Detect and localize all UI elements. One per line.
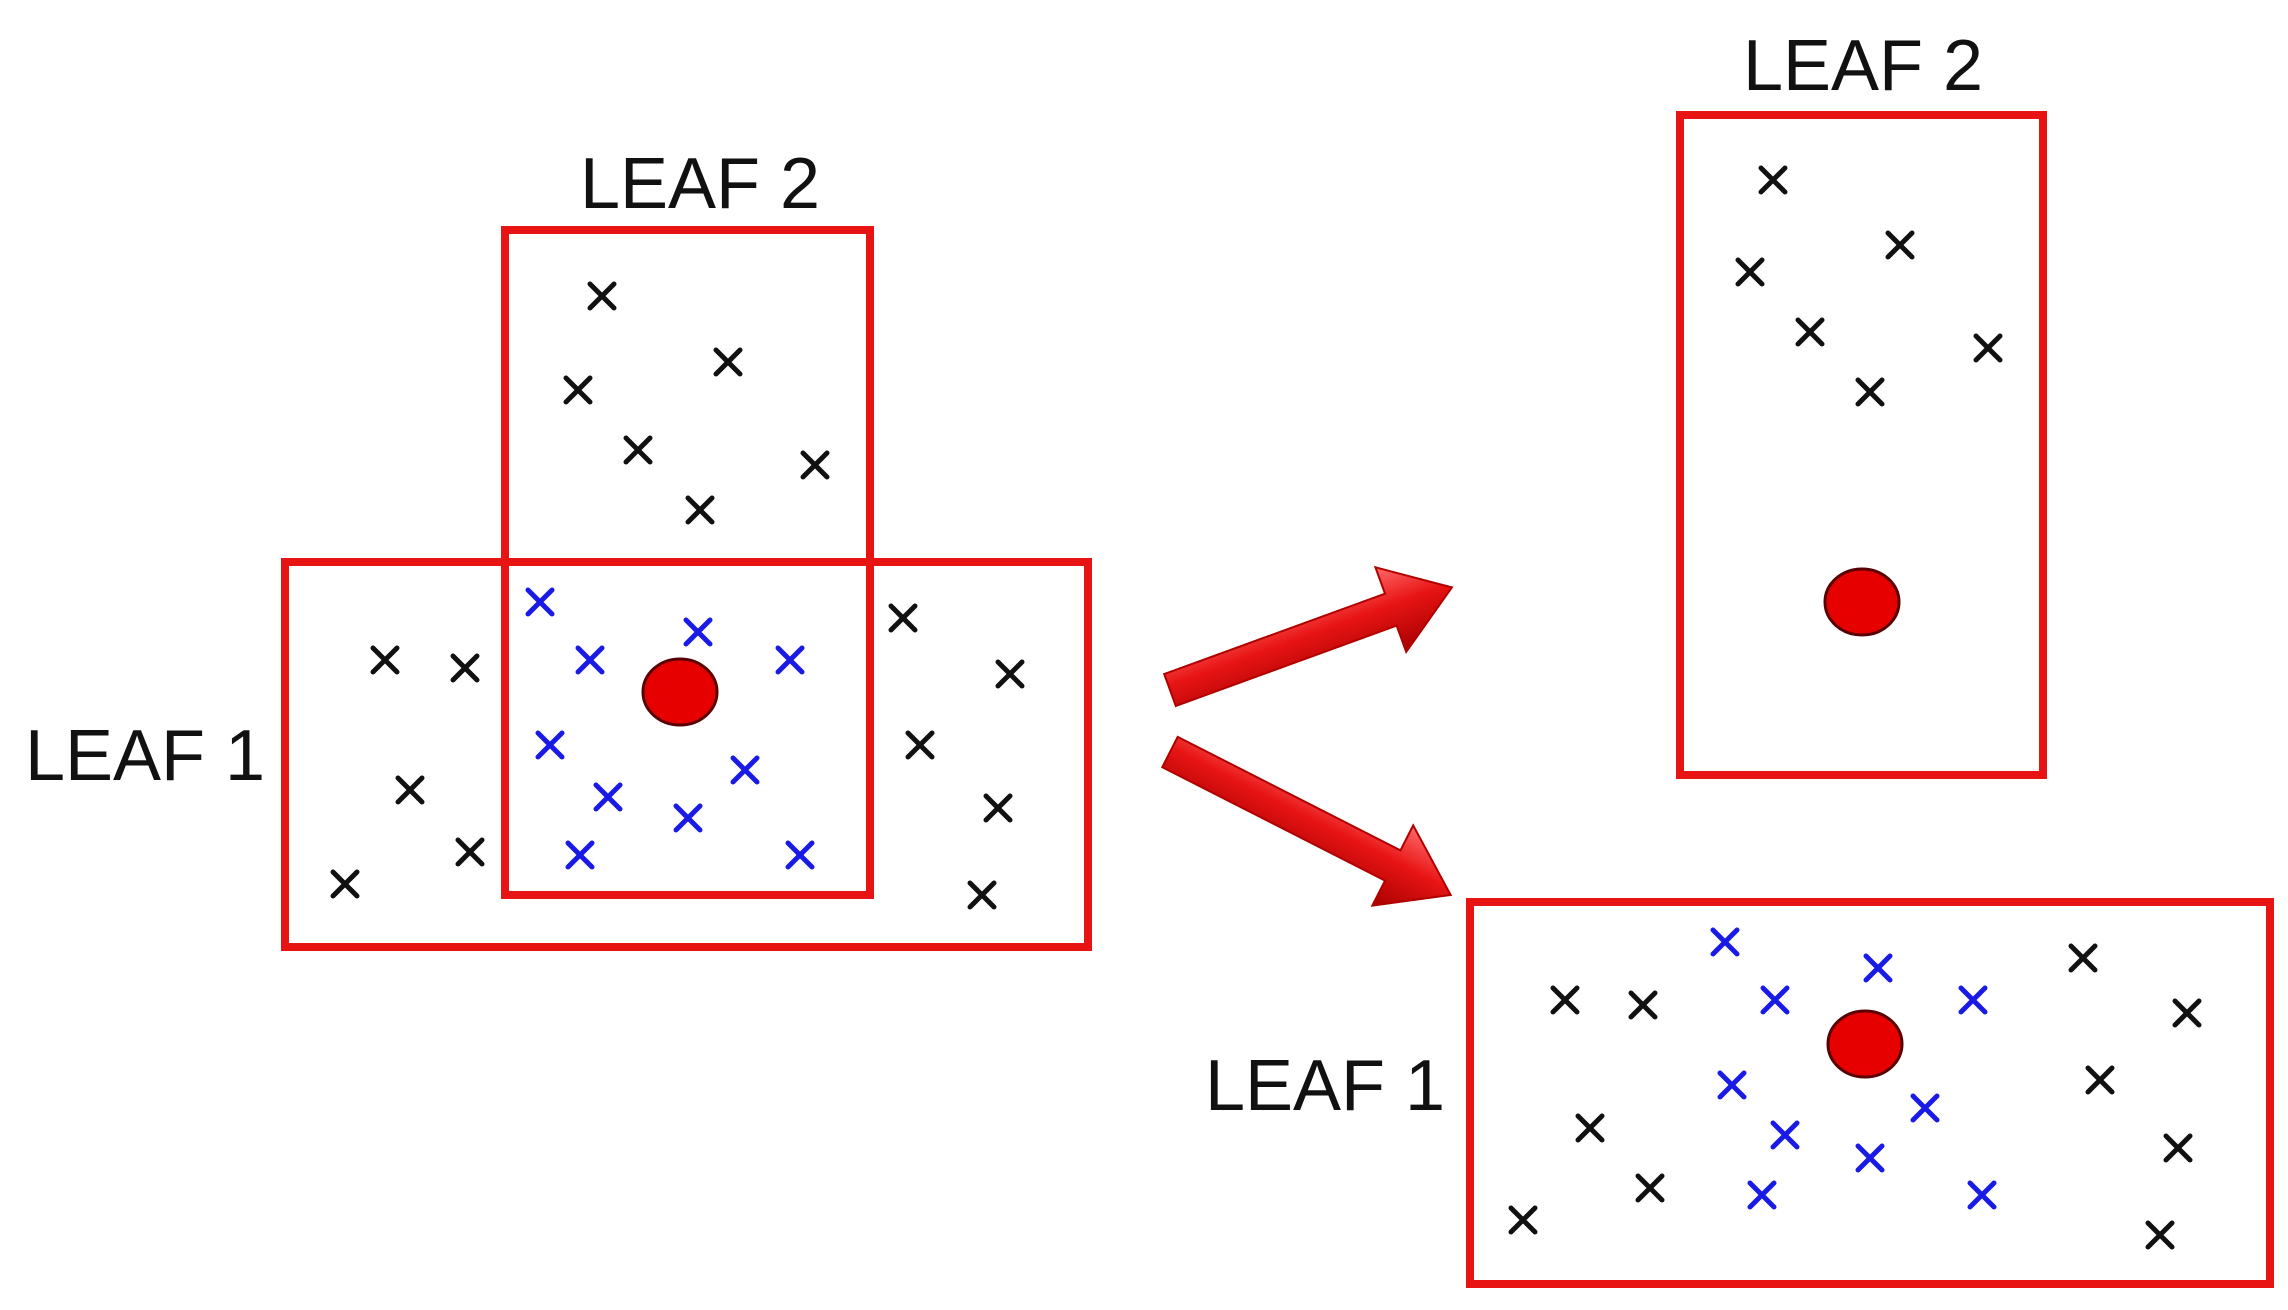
black-point-icon — [1628, 990, 1658, 1020]
overlapping-leaves: LEAF 2 LEAF 1 — [25, 144, 1092, 951]
left-leaf1-box — [281, 558, 1092, 951]
blue-point-icon — [535, 730, 565, 760]
left-leaf1-label: LEAF 1 — [25, 716, 265, 796]
black-point-icon — [623, 435, 653, 465]
black-point-icon — [983, 793, 1013, 823]
black-point-icon — [1795, 317, 1825, 347]
blue-point-icon — [575, 645, 605, 675]
black-point-icon — [395, 775, 425, 805]
right-arrow-icon — [1162, 565, 1454, 708]
black-point-icon — [455, 837, 485, 867]
blue-point-icon — [565, 840, 595, 870]
right-arrow-icon — [1160, 735, 1453, 907]
black-point-icon — [1885, 230, 1915, 260]
separated-leaves: LEAF 2 LEAF 1 — [1205, 26, 2274, 1288]
right-leaf1-label: LEAF 1 — [1205, 1046, 1445, 1126]
blue-point-icon — [673, 803, 703, 833]
black-point-icon — [1758, 165, 1788, 195]
left-leaf2-label: LEAF 2 — [580, 144, 820, 224]
blue-point-icon — [730, 755, 760, 785]
blue-point-icon — [1747, 1180, 1777, 1210]
blue-point-icon — [1770, 1120, 1800, 1150]
blue-point-icon — [1710, 927, 1740, 957]
black-point-icon — [1550, 985, 1580, 1015]
blue-point-icon — [785, 840, 815, 870]
black-point-icon — [1973, 333, 2003, 363]
black-point-icon — [2068, 943, 2098, 973]
blue-point-icon — [775, 645, 805, 675]
black-point-icon — [1508, 1205, 1538, 1235]
black-point-icon — [2145, 1220, 2175, 1250]
right-leaf2-box — [1676, 111, 2047, 779]
right-leaf1-box — [1466, 898, 2274, 1288]
arrow-to-leaf1 — [1160, 735, 1453, 907]
blue-point-icon — [683, 617, 713, 647]
left-points — [330, 281, 1025, 910]
blue-point-icon — [1863, 953, 1893, 983]
black-point-icon — [1855, 377, 1885, 407]
blue-point-icon — [1855, 1143, 1885, 1173]
black-point-icon — [1635, 1173, 1665, 1203]
black-point-icon — [888, 603, 918, 633]
blue-point-icon — [593, 782, 623, 812]
blue-point-icon — [1967, 1180, 1997, 1210]
filled-circle-icon — [1823, 567, 1901, 637]
right-points — [1508, 165, 2202, 1250]
black-point-icon — [800, 450, 830, 480]
black-point-icon — [1575, 1113, 1605, 1143]
black-point-icon — [587, 281, 617, 311]
blue-point-icon — [1717, 1070, 1747, 1100]
black-point-icon — [713, 347, 743, 377]
black-point-icon — [685, 495, 715, 525]
blue-point-icon — [1910, 1093, 1940, 1123]
black-point-icon — [330, 869, 360, 899]
blue-point-icon — [1760, 985, 1790, 1015]
black-point-icon — [563, 375, 593, 405]
black-point-icon — [995, 659, 1025, 689]
black-point-icon — [2085, 1065, 2115, 1095]
black-point-icon — [2172, 998, 2202, 1028]
blue-point-icon — [525, 587, 555, 617]
black-point-icon — [905, 730, 935, 760]
black-point-icon — [967, 880, 997, 910]
arrow-to-leaf2 — [1162, 565, 1454, 708]
filled-circle-icon — [641, 657, 719, 727]
filled-circle-icon — [1826, 1009, 1904, 1079]
black-point-icon — [1735, 257, 1765, 287]
right-leaf2-label: LEAF 2 — [1743, 26, 1983, 106]
black-point-icon — [450, 653, 480, 683]
blue-point-icon — [1958, 985, 1988, 1015]
black-point-icon — [370, 645, 400, 675]
split-arrows — [1160, 565, 1454, 907]
black-point-icon — [2163, 1133, 2193, 1163]
